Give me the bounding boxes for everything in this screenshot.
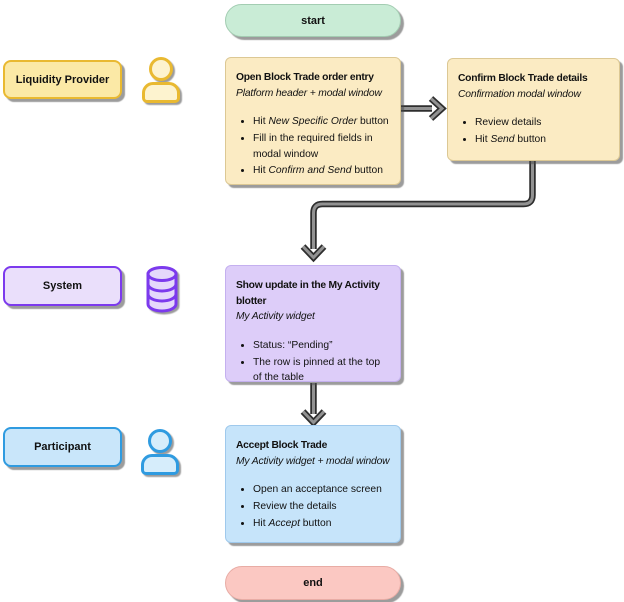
- step-title: Open Block Trade order entry: [236, 72, 374, 83]
- step-bullets: Status: “Pending”The row is pinned at th…: [236, 338, 390, 386]
- step-title: Confirm Block Trade details: [458, 73, 588, 84]
- bullet-item: Hit Send button: [475, 132, 609, 148]
- step-title: Show update in the My Activity blotter: [236, 280, 380, 307]
- end-label: end: [303, 577, 323, 589]
- start-node: start: [225, 4, 401, 37]
- person-icon: [141, 57, 181, 104]
- person-body: [142, 82, 180, 103]
- bullet-item: Hit Confirm and Send button: [253, 163, 390, 179]
- lane-system-label: System: [42, 280, 83, 292]
- connector-open-to-confirm: [401, 96, 447, 121]
- bullet-item: Hit Accept button: [253, 516, 390, 532]
- bullet-item: Review details: [475, 115, 609, 131]
- database-icon: [146, 266, 178, 313]
- end-node: end: [225, 566, 401, 600]
- person-icon: [140, 429, 180, 476]
- step-subtitle: My Activity widget: [236, 311, 315, 323]
- person-body: [141, 454, 179, 475]
- lane-participant-label: Participant: [34, 441, 91, 453]
- step-subtitle: Confirmation modal window: [458, 88, 581, 100]
- step-bullets: Hit New Specific Order buttonFill in the…: [236, 114, 390, 179]
- bullet-item: Open an acceptance screen: [253, 482, 390, 498]
- step-title: Accept Block Trade: [236, 440, 328, 451]
- bullet-item: Review the details: [253, 499, 390, 515]
- bullet-item: Hit New Specific Order button: [253, 114, 390, 130]
- step-bullets: Review detailsHit Send button: [458, 115, 609, 147]
- bullet-item: The row is pinned at the top of the tabl…: [253, 355, 390, 386]
- step-subtitle: Platform header + modal window: [236, 87, 382, 99]
- lane-liquidity-provider-label: Liquidity Provider: [15, 73, 110, 86]
- step-bullets: Open an acceptance screenReview the deta…: [236, 482, 390, 531]
- step-accept-block-trade: Accept Block Trade My Activity widget + …: [225, 425, 401, 543]
- step-subtitle: My Activity widget + modal window: [236, 455, 390, 467]
- person-head: [149, 57, 173, 81]
- bullet-item: Fill in the required fields in modal win…: [253, 131, 390, 162]
- bullet-item: Status: “Pending”: [253, 338, 390, 354]
- lane-liquidity-provider: Liquidity Provider: [3, 60, 122, 99]
- start-label: start: [301, 14, 325, 27]
- person-head: [148, 429, 172, 453]
- connector-update-to-accept: [300, 383, 327, 428]
- step-open-block-trade: Open Block Trade order entry Platform he…: [225, 57, 401, 185]
- lane-system: System: [3, 266, 122, 306]
- lane-participant: Participant: [3, 427, 122, 467]
- step-show-update-blotter: Show update in the My Activity blotter M…: [225, 265, 401, 383]
- step-confirm-block-trade: Confirm Block Trade details Confirmation…: [447, 58, 620, 161]
